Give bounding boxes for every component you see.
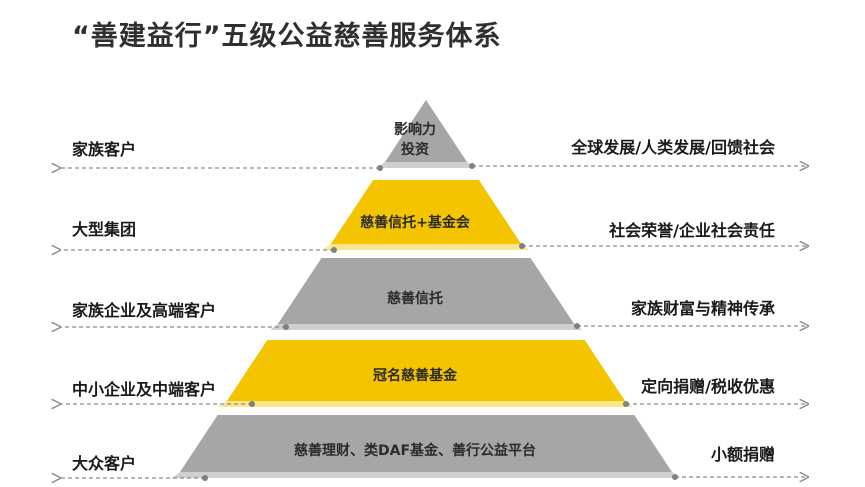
tier-1-band [381, 100, 471, 168]
tier-3-right-label: 家族财富与精神传承 [630, 299, 775, 318]
tier-1-label-line1: 影响力 [394, 122, 436, 138]
tier-3-left-label: 家族企业及高端客户 [72, 301, 217, 320]
tier-5-left-label: 大众客户 [72, 454, 137, 473]
tier-3-rim [269, 324, 583, 330]
guide-dot-right-4 [623, 401, 629, 407]
tier-1-rim [377, 162, 475, 168]
guide-dot-right-3 [574, 323, 580, 329]
page-title: “善建益行”五级公益慈善服务体系 [72, 21, 502, 52]
tier-5-band [176, 415, 676, 478]
tier-3-band [273, 258, 579, 330]
guide-dot-right-2 [519, 243, 525, 249]
guide-dot-left-4 [249, 401, 255, 407]
tier-2-label: 慈善信托+基金会 [360, 215, 470, 231]
tier-1-label: 影响力 投资 [370, 120, 460, 160]
guide-dot-left-5 [202, 475, 208, 481]
guide-dot-right-1 [469, 163, 475, 169]
guide-dot-left-1 [377, 165, 383, 171]
guide-dot-right-5 [672, 474, 678, 480]
guide-dot-left-2 [331, 247, 337, 253]
tier-5-rim [172, 472, 680, 478]
tier-4-label: 冠名慈善基金 [373, 368, 457, 384]
tier-2-band [326, 180, 526, 250]
tier-4-left-label: 中小企业及中端客户 [72, 380, 217, 399]
tier-4-band [222, 340, 630, 407]
tier-1-left-label: 家族客户 [72, 140, 137, 159]
tier-4-right-label: 定向捐赠/税收优惠 [641, 377, 775, 396]
tier-4-rim [218, 401, 634, 407]
guide-dot-left-3 [283, 324, 289, 330]
tier-5-right-label: 小额捐赠 [710, 445, 775, 464]
tier-3-label: 慈善信托 [387, 291, 443, 307]
tier-1-right-label: 全球发展/人类发展/回馈社会 [571, 138, 775, 157]
tier-1-label-line2: 投资 [401, 142, 429, 158]
tier-2-rim [322, 244, 530, 250]
tier-5-label: 慈善理财、类DAF基金、善行公益平台 [293, 443, 537, 459]
tier-2-left-label: 大型集团 [72, 220, 137, 239]
tier-2-right-label: 社会荣誉/企业社会责任 [609, 221, 775, 240]
